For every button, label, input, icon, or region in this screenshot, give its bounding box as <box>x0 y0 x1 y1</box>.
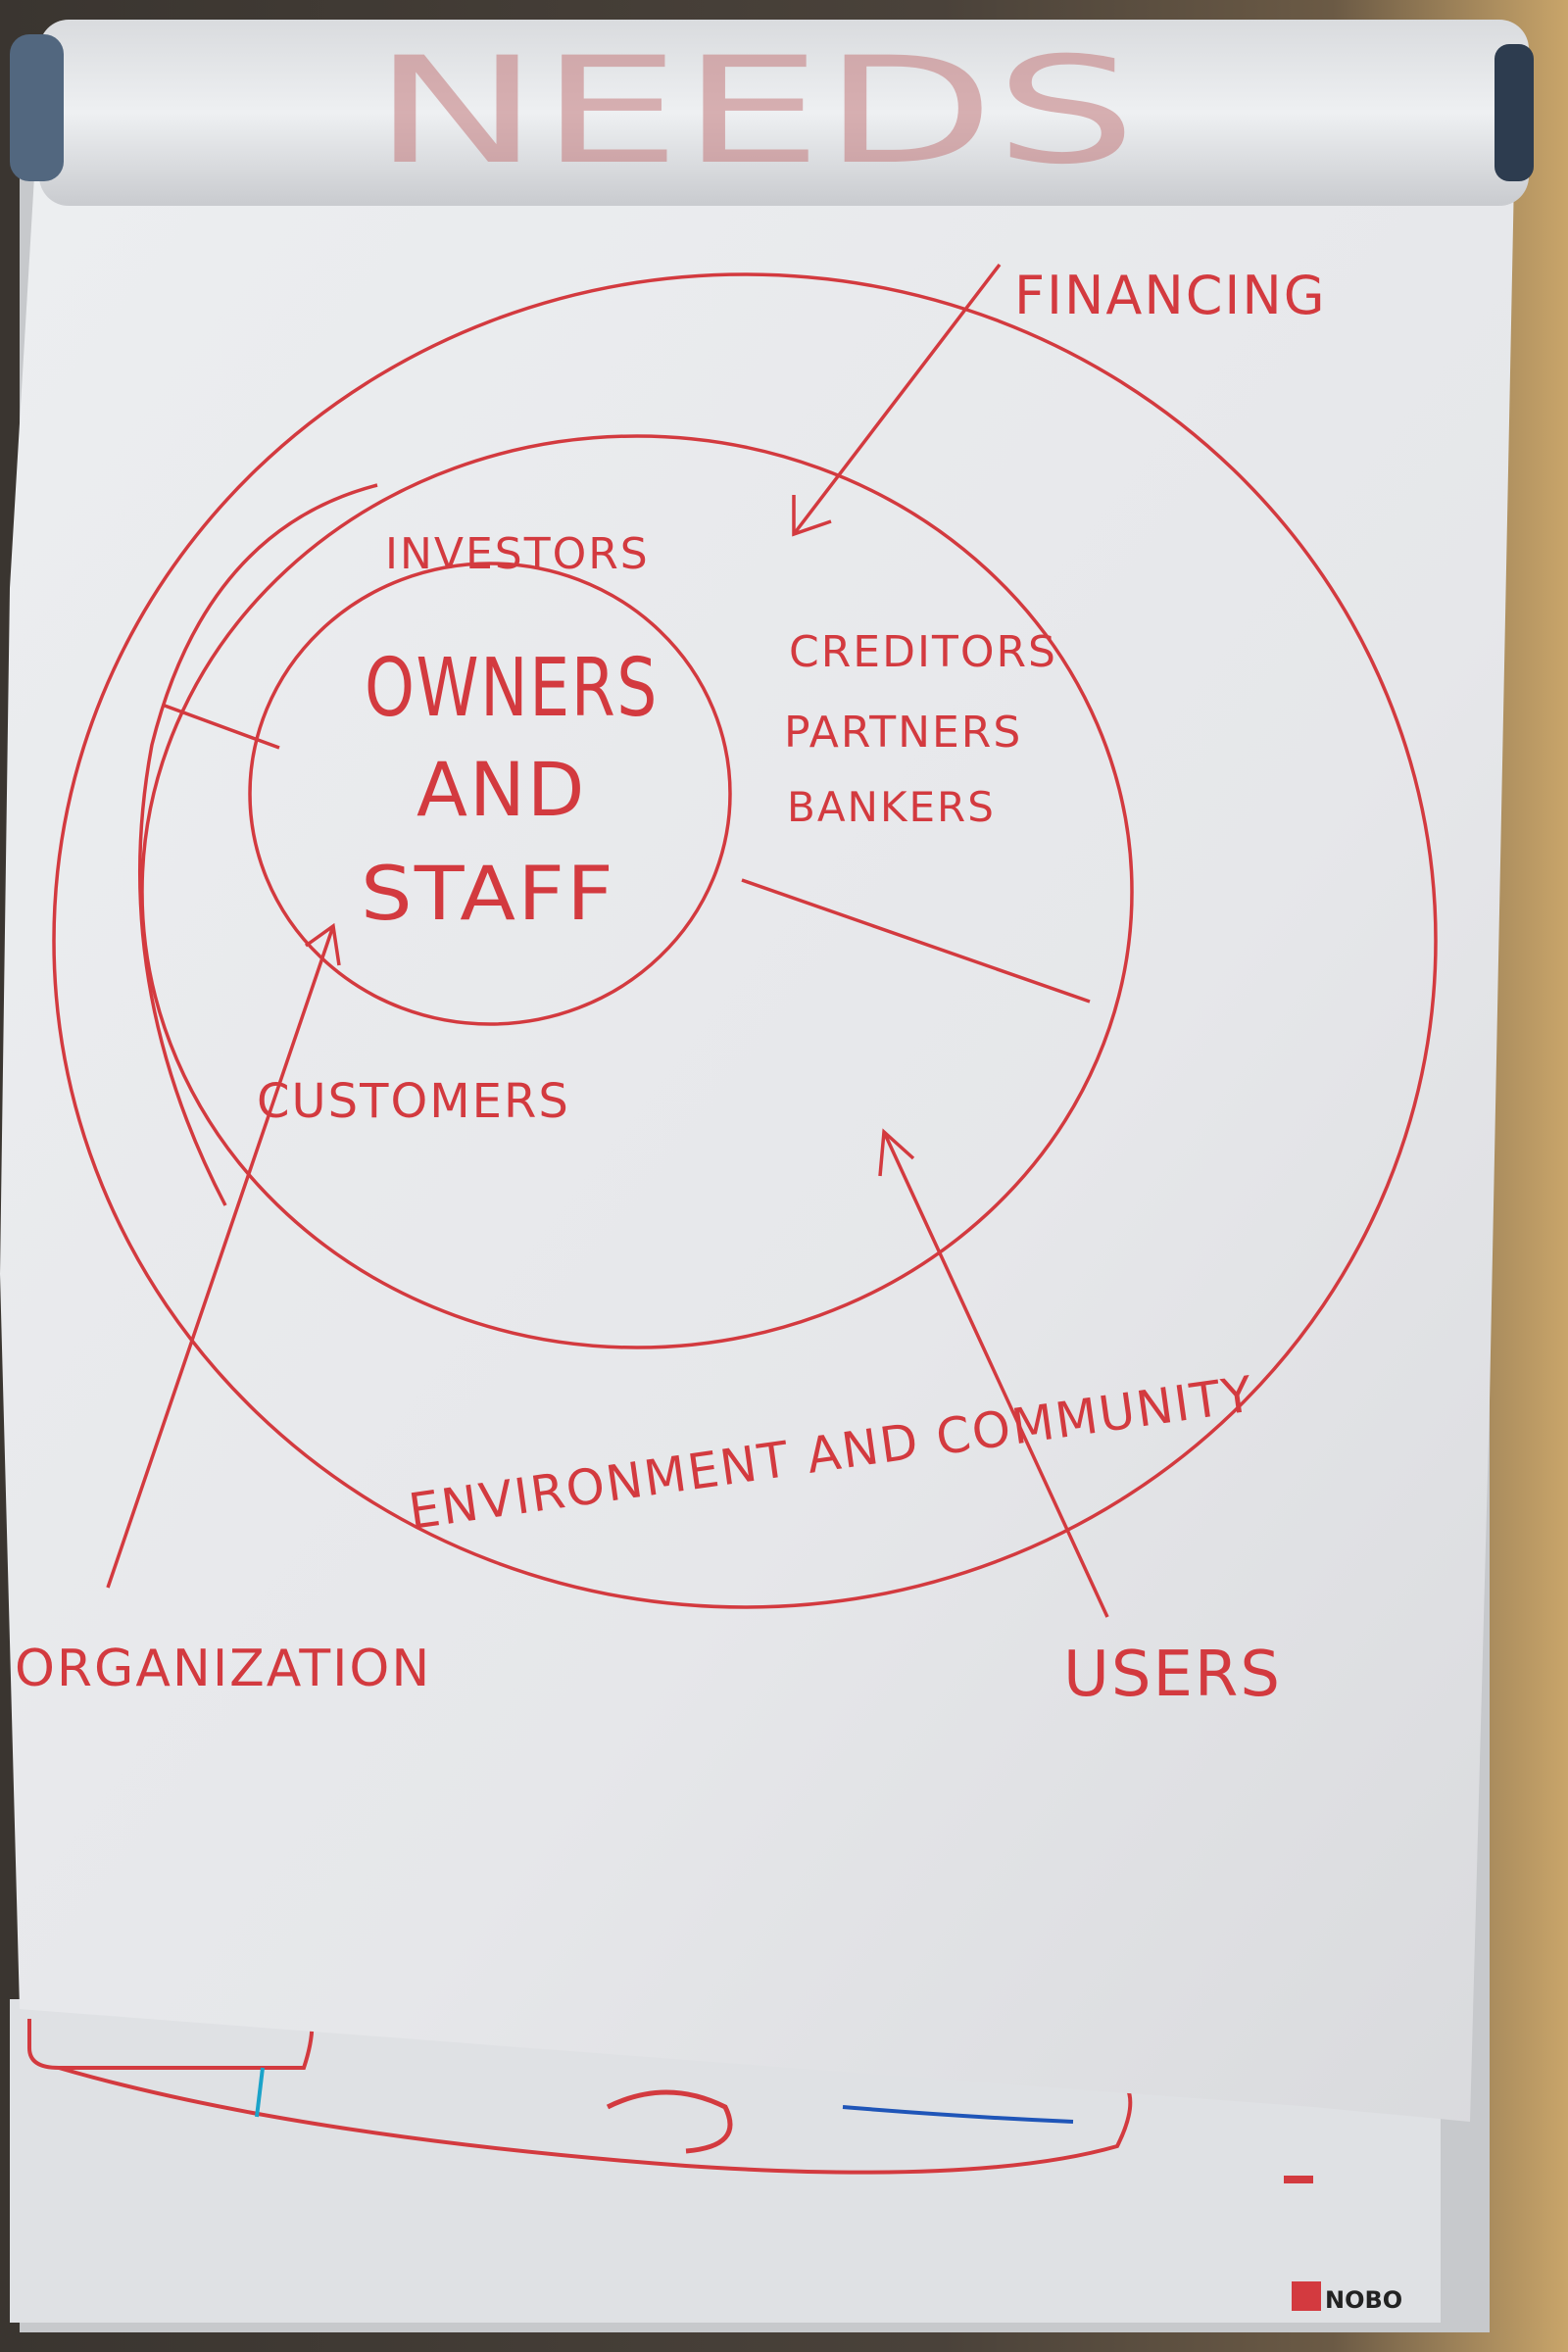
label-core-line-1: OWNERS <box>365 642 659 735</box>
paper-roll: NEEDS <box>10 20 1534 206</box>
outer-circle <box>52 272 1438 1609</box>
arrow-organization <box>106 922 341 1589</box>
arrow-financing <box>792 263 1002 537</box>
label-core-line-2: AND <box>416 746 586 833</box>
label-customers: CUSTOMERS <box>257 1074 570 1129</box>
divider-right <box>741 878 1091 1004</box>
inner-circle <box>248 562 732 1026</box>
label-core-line-3: STAFF <box>361 850 615 937</box>
left-arc <box>138 483 378 1206</box>
nobo-logo: NOBO <box>1292 2281 1402 2314</box>
label-users: USERS <box>1063 1639 1282 1711</box>
label-partners: PARTNERS <box>784 708 1022 758</box>
label-financing: FINANCING <box>1014 265 1327 326</box>
middle-circle <box>140 434 1134 1349</box>
label-organization: ORGANIZATION <box>15 1640 431 1698</box>
divider-left <box>164 704 280 750</box>
stakeholder-diagram <box>52 263 1438 1618</box>
label-bankers: BANKERS <box>787 783 996 831</box>
label-creditors: CREDITORS <box>789 627 1057 677</box>
label-investors: INVESTORS <box>385 529 650 579</box>
arrow-users <box>878 1128 1109 1618</box>
faint-header-text: NEEDS <box>372 26 1137 197</box>
flipchart-sheet <box>0 176 1514 2122</box>
brand-label: NOBO <box>1325 2286 1402 2314</box>
